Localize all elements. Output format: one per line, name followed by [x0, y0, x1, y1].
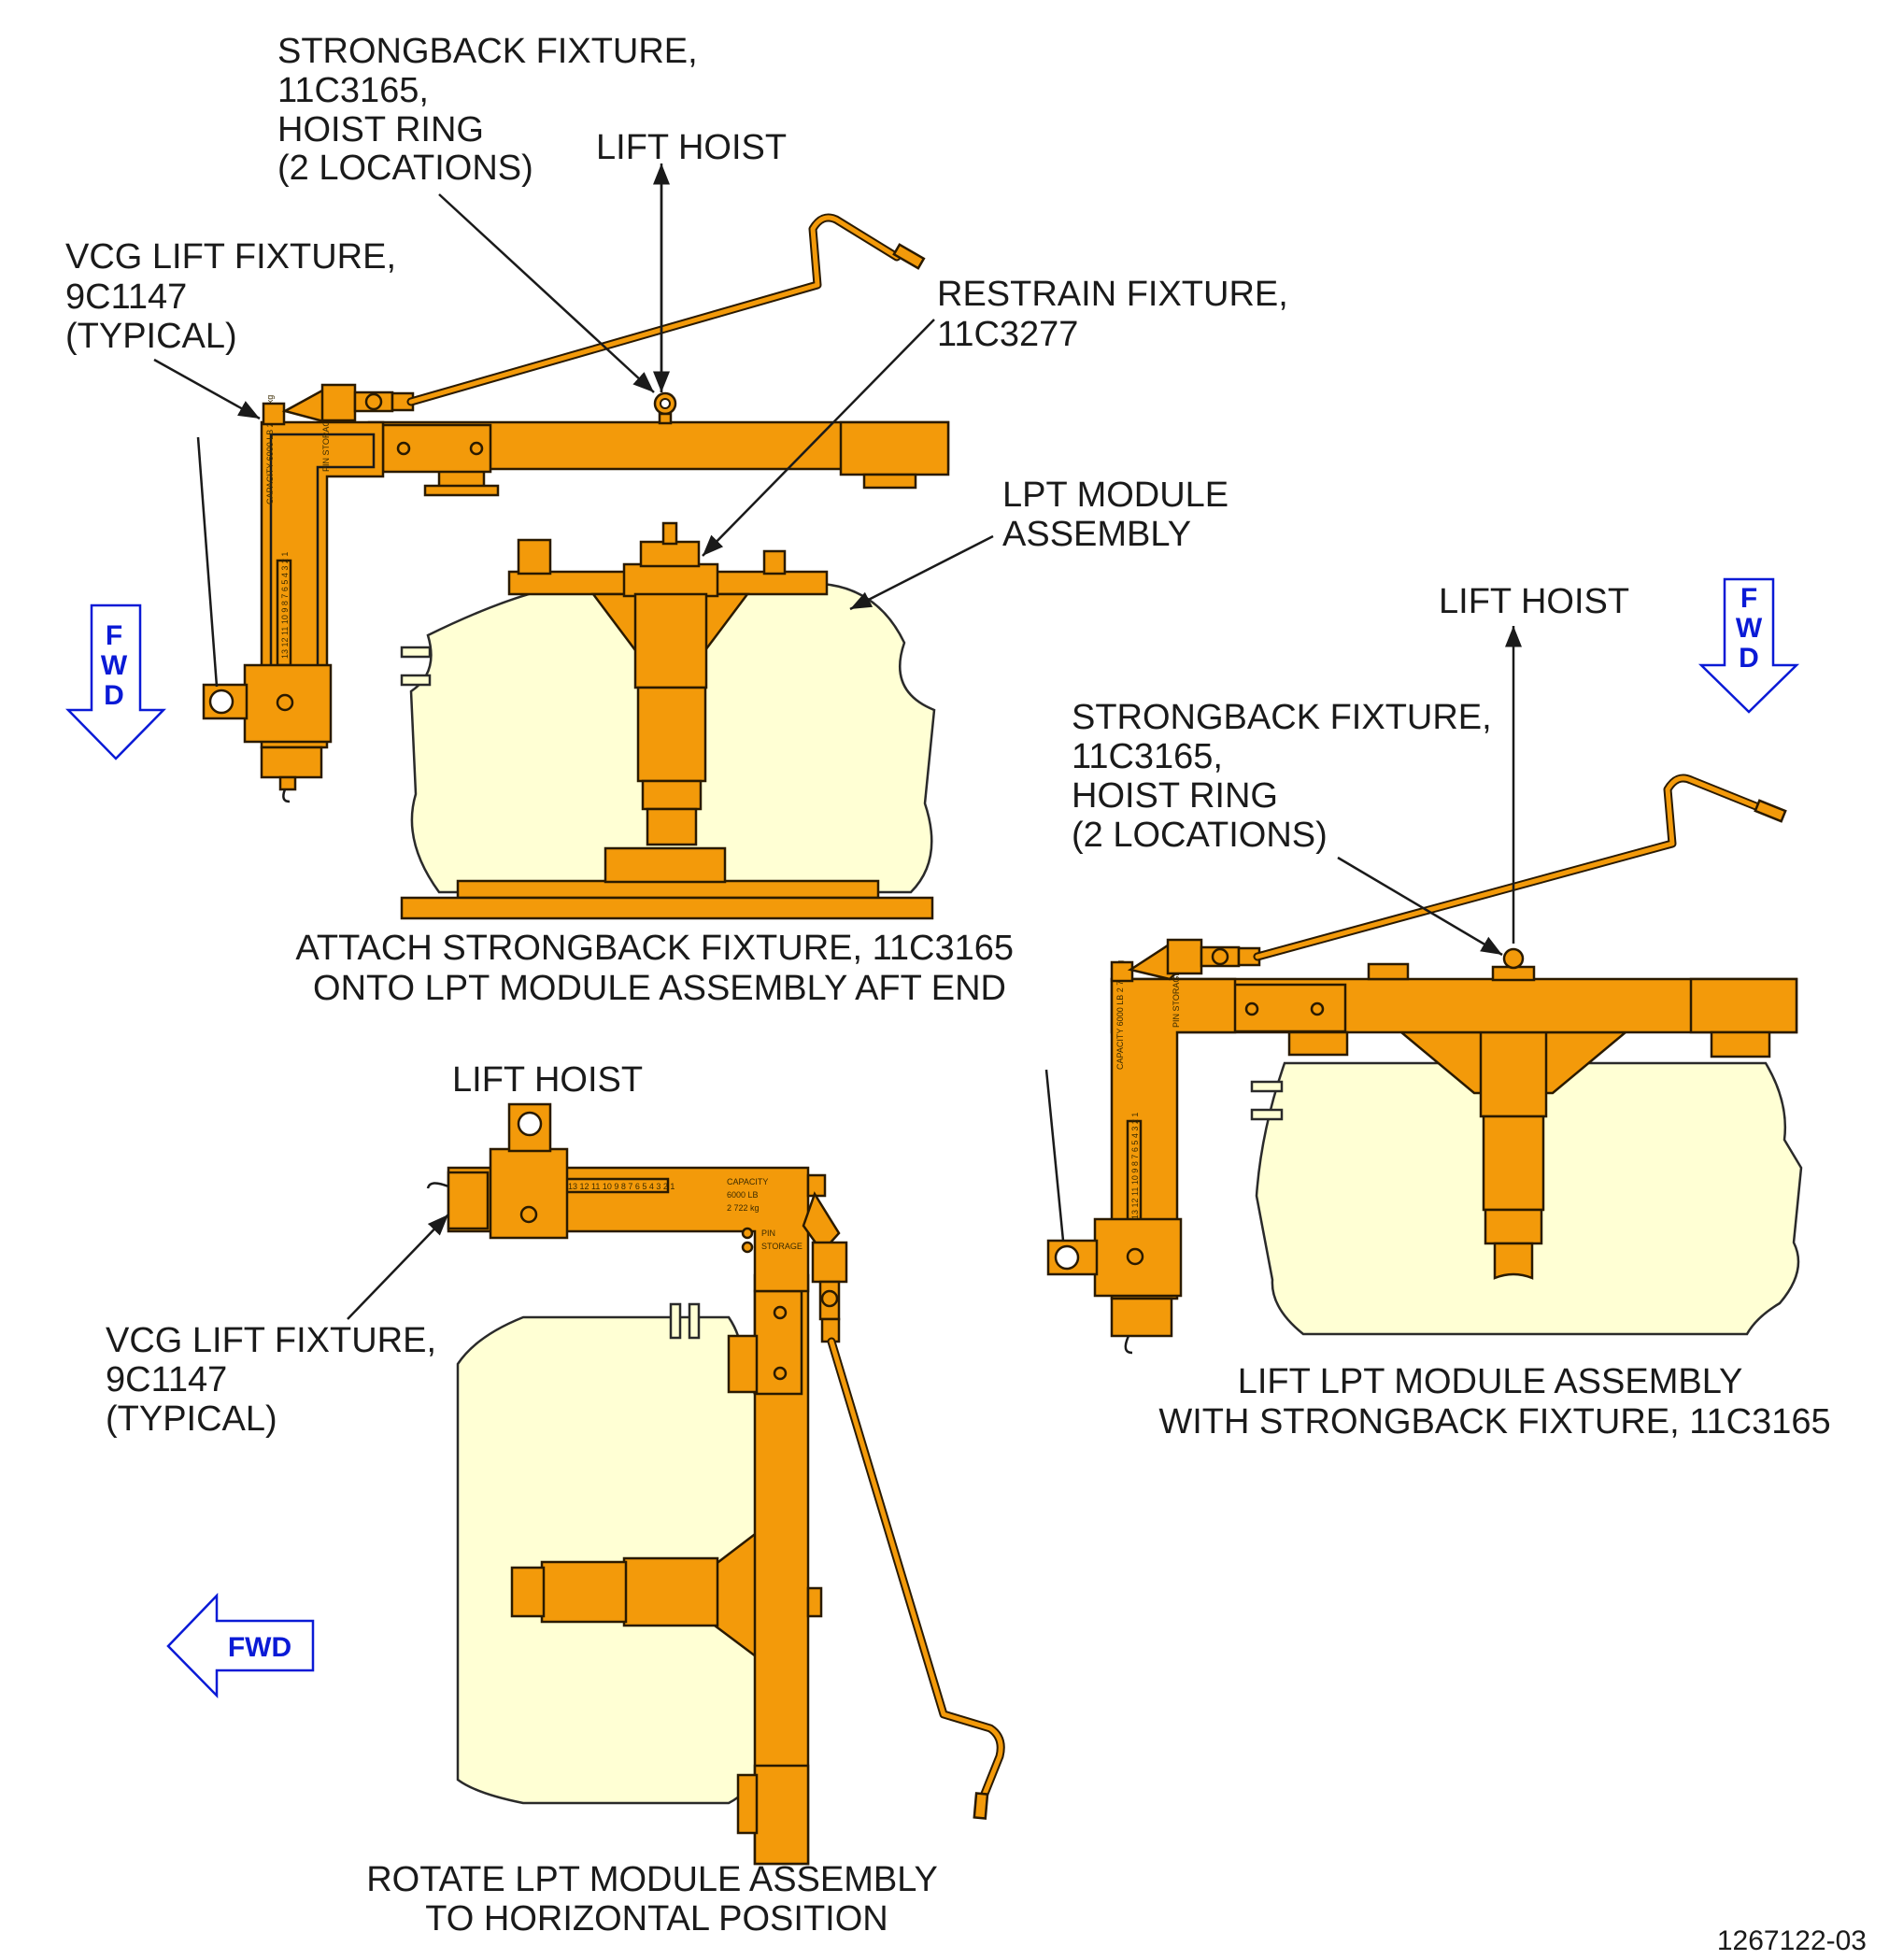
lpt-module-label: LPT MODULE ASSEMBLY — [1002, 476, 1239, 554]
rotate-caption: ROTATE LPT MODULE ASSEMBLY TO HORIZONTAL… — [366, 1860, 947, 1939]
lift-hoist-label-top: LIFT HOIST — [596, 128, 787, 167]
svg-text:FWD: FWD — [228, 1632, 291, 1663]
restrain-label: RESTRAIN FIXTURE, 11C3277 — [937, 275, 1298, 354]
svg-text:D: D — [1739, 643, 1759, 674]
svg-text:STORAGE: STORAGE — [761, 1242, 802, 1251]
svg-text:13 12 11 10 9 8 7 6 5 4 3 2 1: 13 12 11 10 9 8 7 6 5 4 3 2 1 — [568, 1182, 675, 1191]
svg-text:F: F — [106, 620, 122, 651]
strongback-label-top: STRONGBACK FIXTURE, 11C3165, HOIST RING … — [277, 32, 707, 188]
lpt-base-rail — [400, 896, 934, 920]
lpt-base-plate — [456, 879, 880, 900]
svg-text:2 722 kg: 2 722 kg — [727, 1203, 760, 1213]
fwd-arrow-right: F W D — [1697, 577, 1800, 714]
svg-text:6000 LB: 6000 LB — [727, 1190, 759, 1200]
fwd-arrow-top: F W D — [65, 604, 166, 760]
lift-hoist-label-bottom: LIFT HOIST — [452, 1060, 643, 1100]
rotate-view: 13 12 11 10 9 8 7 6 5 4 3 2 1 CAPACITY 6… — [426, 1102, 1005, 1866]
svg-text:W: W — [1736, 613, 1763, 644]
figure-number: 1267122-03 — [1717, 1925, 1867, 1956]
fwd-arrow-bottom: FWD — [166, 1592, 315, 1699]
svg-text:D: D — [104, 680, 124, 711]
lift-hoist-label-right: LIFT HOIST — [1439, 582, 1629, 621]
svg-text:CAPACITY 6000 LB 2 722 kg: CAPACITY 6000 LB 2 722 kg — [265, 395, 275, 504]
svg-text:13 12 11 10 9 8 7 6 5 4 3 2 1: 13 12 11 10 9 8 7 6 5 4 3 2 1 — [280, 552, 290, 659]
lift-view: CAPACITY 6000 LB 2 722 kg PIN STORAGE 13… — [1046, 774, 1803, 1355]
svg-text:W: W — [101, 650, 128, 681]
restrain-shaft — [633, 592, 708, 689]
attach-view: CAPACITY 6000 LB 2 722 kg PIN STORAGE 13… — [202, 213, 950, 920]
attach-caption: ATTACH STRONGBACK FIXTURE, 11C3165 ONTO … — [295, 929, 1023, 1008]
svg-text:PIN STORAGE: PIN STORAGE — [321, 415, 331, 472]
attach-view-labels: STRONGBACK FIXTURE, 11C3165, HOIST RING … — [65, 32, 1298, 1008]
svg-text:F: F — [1740, 583, 1757, 614]
lift-caption: LIFT LPT MODULE ASSEMBLY WITH STRONGBACK… — [1158, 1362, 1830, 1442]
svg-text:CAPACITY 6000 LB 2 722 kg: CAPACITY 6000 LB 2 722 kg — [1115, 960, 1125, 1070]
vcg-label-bottom: VCG LIFT FIXTURE, 9C1147 (TYPICAL) — [106, 1321, 447, 1439]
svg-text:PIN: PIN — [761, 1229, 775, 1238]
svg-text:PIN STORAGE: PIN STORAGE — [1172, 971, 1181, 1028]
rotate-view-labels: LIFT HOIST VCG LIFT FIXTURE, 9C1147 (TYP… — [106, 1060, 947, 1939]
svg-text:CAPACITY: CAPACITY — [727, 1177, 768, 1186]
vcg-label-top: VCG LIFT FIXTURE, 9C1147 (TYPICAL) — [65, 237, 406, 356]
strongback-label-right: STRONGBACK FIXTURE, 11C3165, HOIST RING … — [1072, 698, 1501, 855]
lift-view-labels: LIFT HOIST STRONGBACK FIXTURE, 11C3165, … — [1044, 582, 1831, 1442]
svg-text:13 12 11 10 9 8 7 6 5 4 3 2 1: 13 12 11 10 9 8 7 6 5 4 3 2 1 — [1130, 1113, 1140, 1219]
